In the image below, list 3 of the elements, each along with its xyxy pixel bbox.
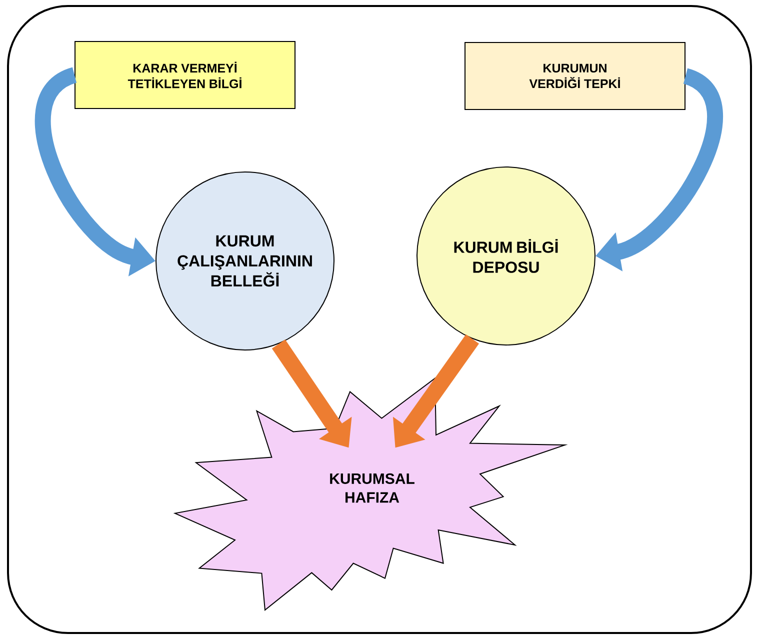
starburst: KURUMSAL HAFIZA	[173, 377, 568, 611]
text-box: KURUMUN VERDİĞİ TEPKİ	[464, 42, 686, 110]
text-box: KARAR VERMEYİ TETİKLEYEN BİLGİ	[74, 41, 296, 109]
